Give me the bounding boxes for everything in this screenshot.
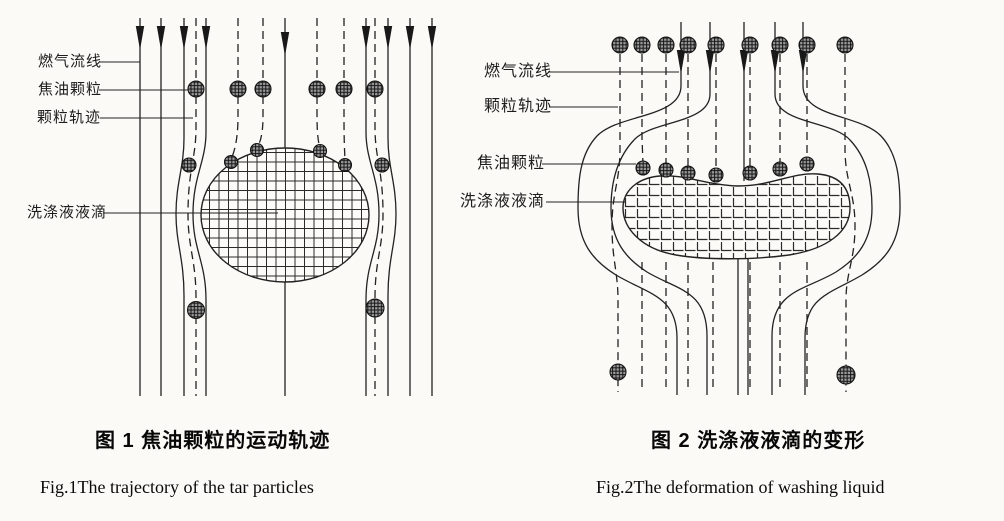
fig2-particle-trajectories xyxy=(611,54,856,392)
fig1-label-particle-trajectory: 颗粒轨迹 xyxy=(37,110,102,126)
figure1-diagram xyxy=(99,18,437,396)
fig1-leader-lines xyxy=(99,61,278,214)
fig1-particle-trajectories xyxy=(187,18,384,396)
fig2-label-particle-trajectory: 颗粒轨迹 xyxy=(484,98,553,115)
fig1-washing-droplet xyxy=(200,147,370,283)
fig1-tar-particles xyxy=(181,80,390,320)
fig1-label-tar-particle: 焦油颗粒 xyxy=(38,82,103,98)
fig2-label-gas-streamline: 燃气流线 xyxy=(484,63,553,80)
fig1-label-gas-streamline: 燃气流线 xyxy=(38,54,103,70)
fig2-washing-droplet xyxy=(622,173,851,260)
fig1-label-washing-droplet: 洗涤液液滴 xyxy=(27,205,108,221)
fig1-flow-arrowheads xyxy=(135,26,437,56)
fig2-leader-lines xyxy=(542,71,679,203)
fig2-label-tar-particle: 焦油颗粒 xyxy=(477,155,546,172)
fig1-caption-zh: 图 1 焦油颗粒的运动轨迹 xyxy=(95,430,331,452)
fig1-caption-en: Fig.1The trajectory of the tar particles xyxy=(40,477,314,497)
fig2-label-washing-droplet: 洗涤液液滴 xyxy=(460,193,546,210)
fig1-gas-streamlines xyxy=(135,18,437,396)
figure2-diagram xyxy=(542,22,901,395)
fig2-caption-zh: 图 2 洗涤液液滴的变形 xyxy=(651,430,866,452)
fig2-flow-arrowheads xyxy=(676,50,808,74)
fig2-caption-en: Fig.2The deformation of washing liquid xyxy=(596,477,885,497)
fig2-tar-particles xyxy=(609,36,856,385)
fig2-gas-streamlines xyxy=(577,22,901,395)
